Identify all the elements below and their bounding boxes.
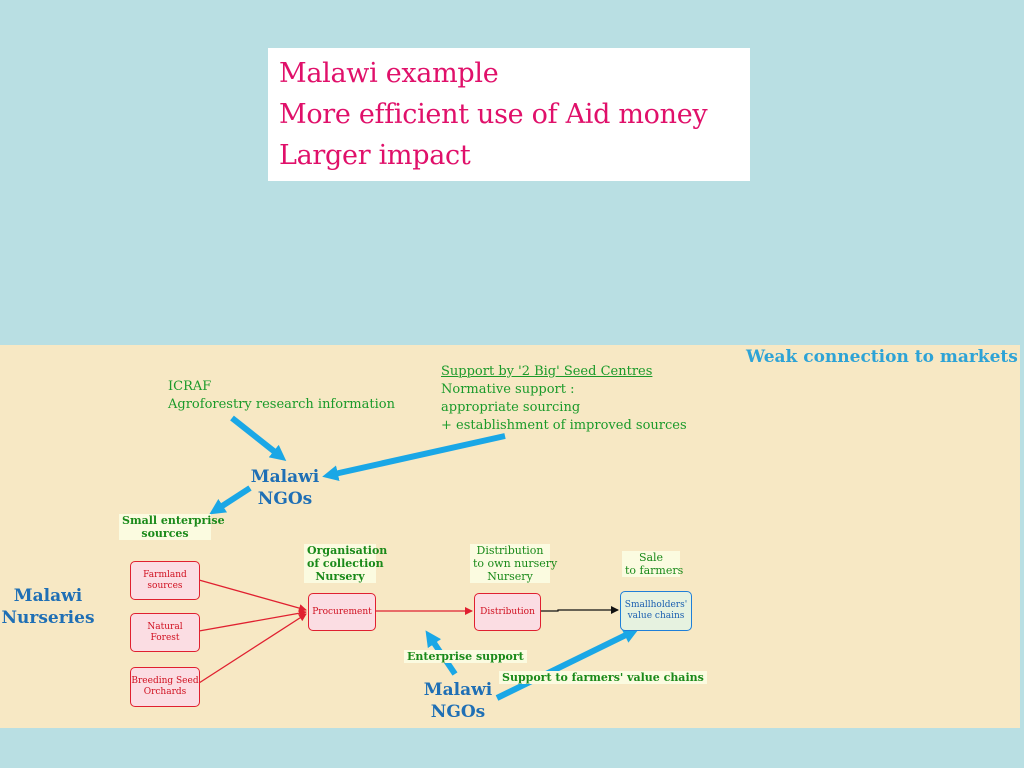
arrow-ngos-to-smallholders — [495, 628, 640, 701]
organisation-line-1: Organisation — [307, 544, 388, 557]
arrow-farmland-to-procurement — [198, 579, 307, 612]
icraf-label: ICRAF Agroforestry research information — [168, 378, 395, 414]
icraf-line-2: Agroforestry research information — [168, 397, 395, 412]
farmland-line-1: Farmland — [143, 569, 187, 580]
node-distribution: Distribution — [474, 593, 541, 631]
node-procurement: Procurement — [308, 593, 376, 631]
sale-label: Sale to farmers — [622, 551, 684, 577]
sale-line-1: Sale — [638, 551, 664, 564]
node-smallholders-value-chains: Smallholders'value chains — [620, 591, 692, 631]
natural-line-1: Natural — [147, 621, 183, 632]
weak-connection-label: Weak connection to markets — [746, 347, 1018, 367]
arrow-ngos-to-small-enterprise — [209, 485, 252, 515]
nurseries-line-1: Malawi — [13, 586, 83, 606]
enterprise-support-label: Enterprise support — [404, 650, 527, 663]
distribution-label: Distribution to own nursery Nursery — [470, 544, 558, 583]
breeding-line-1: Breeding Seed — [131, 676, 199, 686]
support-farmers-label: Support to farmers' value chains — [499, 671, 707, 684]
ngos-top-line-2: NGOs — [257, 489, 313, 509]
arrow-forest-to-procurement — [198, 609, 307, 632]
procurement-text: Procurement — [312, 606, 372, 617]
malawi-ngos-top: Malawi NGOs — [240, 466, 330, 510]
distribution-label-line-3: Nursery — [487, 570, 533, 583]
title-line-1: Malawi example — [279, 58, 499, 89]
distribution-label-line-2: to own nursery — [473, 557, 558, 570]
breeding-line-2: Orchards — [143, 687, 187, 697]
ngos-top-line-1: Malawi — [250, 467, 320, 487]
malawi-ngos-bottom: Malawi NGOs — [414, 679, 502, 723]
seed-centres-line-3: appropriate sourcing — [441, 400, 581, 415]
malawi-nurseries: Malawi Nurseries — [0, 585, 96, 629]
title-line-3: Larger impact — [279, 140, 471, 171]
arrow-icraf-to-ngos — [230, 415, 287, 461]
arrow-breeding-to-procurement — [198, 613, 307, 684]
arrow-centres-to-ngos — [322, 433, 506, 482]
seed-centres-support: Support by '2 Big' Seed Centres Normativ… — [441, 363, 687, 435]
seed-centres-title: Support by '2 Big' Seed Centres — [441, 364, 653, 379]
ngos-bottom-line-2: NGOs — [430, 702, 486, 722]
nurseries-line-2: Nurseries — [1, 608, 95, 628]
seed-centres-line-2: Normative support : — [441, 382, 575, 397]
small-enterprise-label: Small enterprise sources — [119, 514, 225, 540]
small-enterprise-line-2: sources — [141, 527, 189, 540]
farmland-line-2: sources — [147, 580, 183, 591]
title-line-2: More efficient use of Aid money — [279, 99, 708, 130]
small-enterprise-line-1: Small enterprise — [122, 514, 225, 527]
distribution-text: Distribution — [480, 606, 535, 617]
organisation-line-2: of collection — [307, 557, 384, 570]
ngos-bottom-line-1: Malawi — [423, 680, 493, 700]
smallholders-line-1: Smallholders' — [624, 600, 688, 610]
organisation-label: Organisation of collection Nursery — [304, 544, 388, 583]
icraf-line-1: ICRAF — [168, 379, 212, 394]
distribution-label-line-1: Distribution — [476, 544, 544, 557]
smallholders-line-2: value chains — [627, 611, 685, 621]
seed-centres-line-4: + establishment of improved sources — [441, 418, 687, 433]
arrow-distribution-to-smallholders — [540, 606, 619, 614]
sale-line-2: to farmers — [625, 564, 684, 577]
organisation-line-3: Nursery — [315, 570, 365, 583]
title-box: Malawi example More efficient use of Aid… — [268, 48, 750, 181]
natural-line-2: Forest — [150, 632, 180, 643]
